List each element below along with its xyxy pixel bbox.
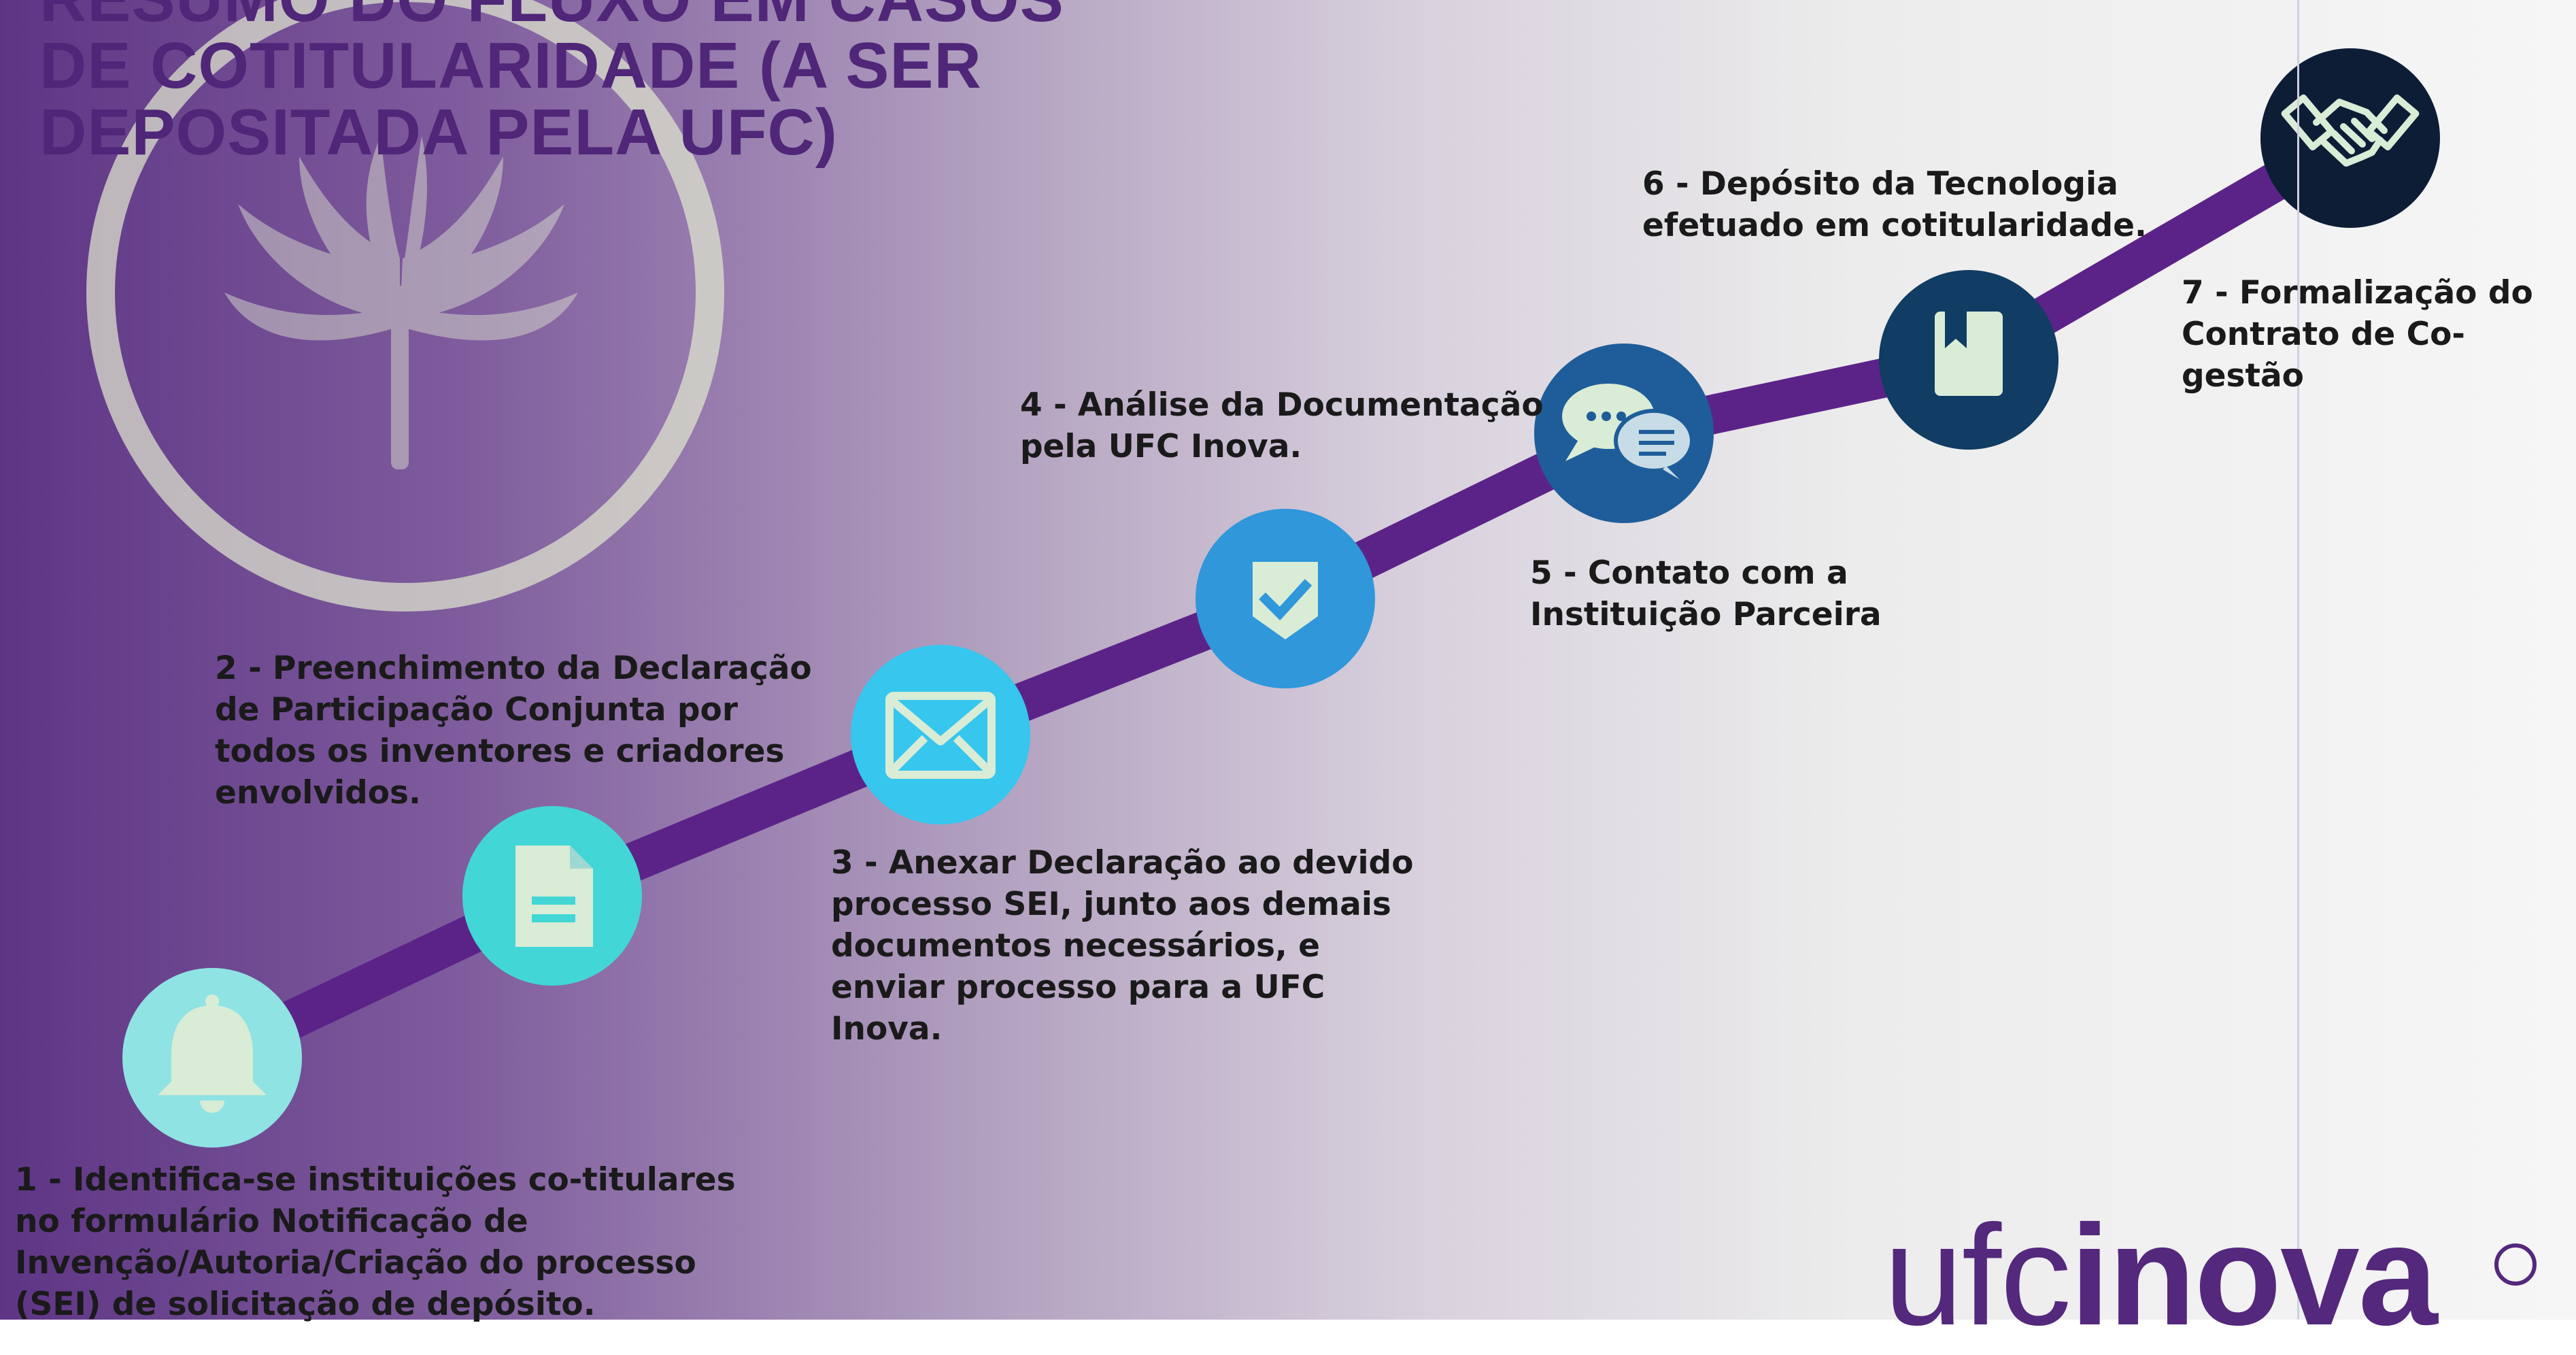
handshake-icon [2281,94,2420,167]
step-5-node [1534,344,1714,523]
logo-light: ufc [1884,1195,2071,1355]
ufc-inova-logo: ufcinova [1884,1204,2438,1347]
flow-diagram [86,0,2440,1148]
divider-line [2297,0,2299,1320]
step-3-text: 3 - Anexar Declaração ao devido processo… [831,844,1414,1048]
step-7-text: 7 - Formalização do Contrato de Co-gestã… [2182,274,2533,395]
chat-bubbles-icon [1562,384,1694,480]
bell-icon [158,994,267,1113]
document-icon [515,846,593,947]
step-4-text: 4 - Análise da Documentação pela UFC Ino… [1020,386,1544,465]
book-icon [1935,312,2003,396]
step-2-text: 2 - Preenchimento da Declaração de Parti… [215,650,812,812]
page-title: RESUMO DO FLUXO EM CASOS DE COTITULARIDA… [39,0,1064,169]
logo-mark-icon [2494,1243,2537,1286]
step-5-text: 5 - Contato com a Instituição Parceira [1530,554,1882,633]
step-2-node [462,806,642,986]
step-1-node [122,968,302,1148]
step-6-node [1879,270,2058,450]
step-4-node [1196,509,1375,688]
step-1-text: 1 - Identifica-se instituições co-titula… [15,1161,736,1323]
step-7-node [2260,48,2440,228]
watermark-emblem [86,0,724,612]
palm-leaf-icon [224,136,578,469]
envelope-icon [885,692,996,779]
shield-check-icon [1253,562,1318,639]
logo-bold: inova [2070,1195,2437,1355]
step-6-text: 6 - Depósito da Tecnologia efetuado em c… [1642,165,2147,244]
step-3-node [851,645,1030,824]
